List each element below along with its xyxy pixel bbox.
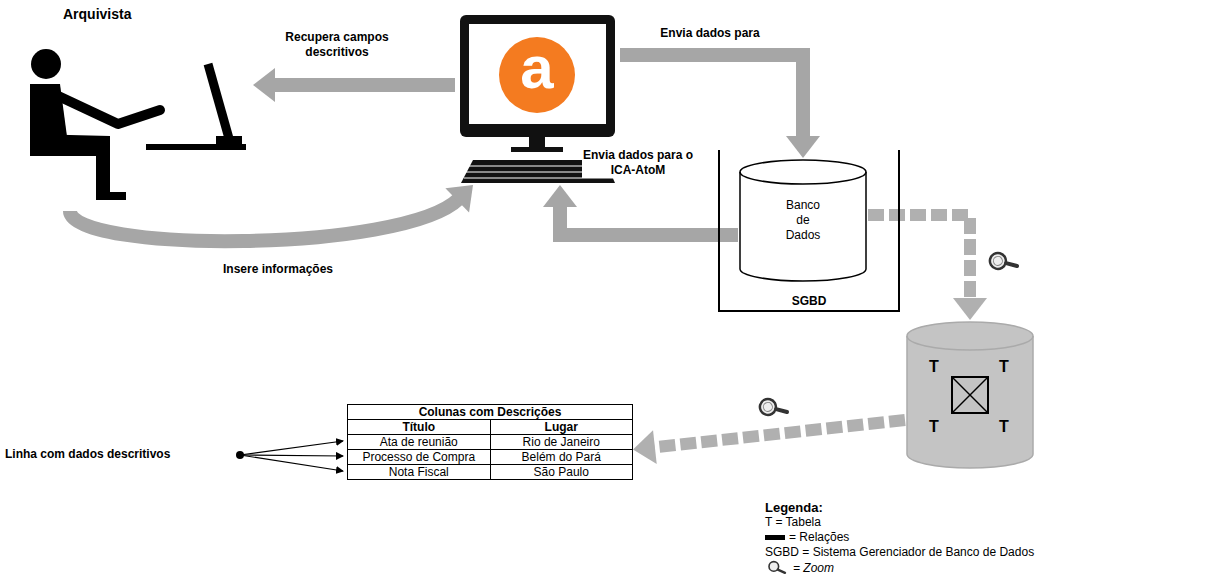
node-text: T [999,358,1009,376]
table-heading: Colunas com Descrições [348,405,633,420]
node-text: T [929,358,939,376]
archivist-illustration [8,6,253,211]
legend-row: T = Tabela [765,515,1034,530]
table-cell: Ata de reunião [348,435,491,450]
arrow-label: Recupera campos descritivos [262,30,412,60]
zoom-sample [765,560,789,576]
block-arrow [70,185,473,241]
node-text: T [999,418,1009,436]
zoom-icon [757,393,787,423]
zoom-icon [987,247,1017,277]
dashed-arrow [633,420,905,464]
node-text: T [929,418,939,436]
table-row: Colunas com Descrições [348,405,633,420]
node-text: Banco de Dados [778,198,828,243]
arrow-label: Envia dados para [640,26,780,41]
relation-sample [765,534,785,542]
table-cell: Rio de Janeiro [490,435,633,450]
node-text: SGBD [720,294,898,309]
archivist-figure: Arquivista [8,6,253,211]
tables-cylinder: T T T T [905,320,1035,470]
column-heading: Título [348,420,491,435]
block-arrow [253,68,455,102]
legend-text: T = Tabela [765,515,821,530]
node-text: a [492,33,582,103]
dashed-arrow [868,215,987,320]
legend-text: = Zoom [793,561,834,576]
sgbd-bracket: SGBD Banco de Dados [718,150,900,312]
node-text: Arquivista [63,6,131,23]
legend-title: Legenda: [765,500,1034,515]
legend-text: SGBD = Sistema Gerenciador de Banco de D… [765,545,1034,560]
column-heading: Lugar [490,420,633,435]
table-row: Nota FiscalSão Paulo [348,465,633,480]
database-cylinder: Banco de Dados [738,158,868,283]
legend-row: = Zoom [765,560,1034,576]
arrow-label: Envia dados para o ICA-AtoM [582,148,694,178]
row-label: Linha com dados descritivos [5,447,170,462]
legend-text: = Relações [789,530,849,545]
description-table: Colunas com DescriçõesTítuloLugarAta de … [347,404,633,480]
legend-row: = Relações [765,530,1034,545]
legend: Legenda:T = Tabela= RelaçõesSGBD = Siste… [765,500,1034,576]
table-row: Ata de reuniãoRio de Janeiro [348,435,633,450]
table-row: Processo de CompraBelém do Pará [348,450,633,465]
tables-cylinder-shape [905,320,1035,470]
table-cell: São Paulo [490,465,633,480]
arrow-label: Insere informações [178,262,378,277]
leader-lines [236,441,343,471]
table-cell: Processo de Compra [348,450,491,465]
description-table-grid: Colunas com DescriçõesTítuloLugarAta de … [347,404,633,480]
table-row: TítuloLugar [348,420,633,435]
table-cell: Nota Fiscal [348,465,491,480]
block-arrow [543,185,738,235]
block-arrow [620,55,820,158]
table-cell: Belém do Pará [490,450,633,465]
legend-row: SGBD = Sistema Gerenciador de Banco de D… [765,545,1034,560]
